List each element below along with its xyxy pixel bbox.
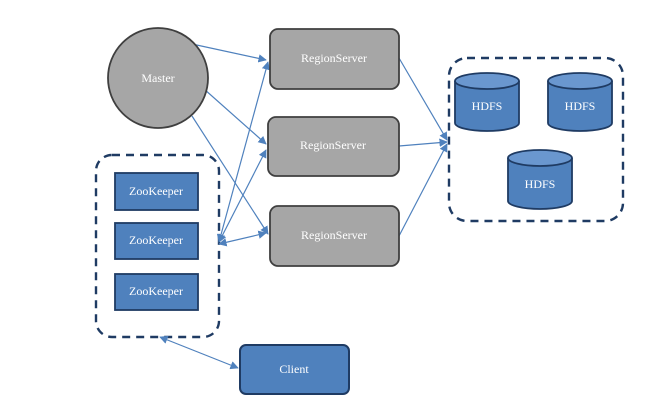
edge-zookeeper-regionserver-2	[218, 149, 267, 243]
master-node[interactable]: Master	[107, 27, 209, 129]
edge-regionserver-3-to-hdfs	[398, 143, 448, 237]
hdfs-label: HDFS	[565, 99, 596, 113]
zookeeper-node-3[interactable]: ZooKeeper	[114, 273, 199, 311]
zookeeper-label: ZooKeeper	[129, 184, 183, 198]
edge-master-to-regionserver-1	[191, 43, 267, 63]
hdfs-node-2[interactable]: HDFS	[547, 72, 613, 132]
zookeeper-label: ZooKeeper	[129, 284, 183, 298]
zookeeper-label: ZooKeeper	[129, 233, 183, 247]
client-node[interactable]: Client	[239, 344, 350, 395]
hdfs-node-1[interactable]: HDFS	[454, 72, 520, 132]
hdfs-label: HDFS	[472, 99, 503, 113]
regionserver-label: RegionServer	[300, 138, 366, 152]
regionserver-node-3[interactable]: RegionServer	[269, 205, 400, 267]
hdfs-label: HDFS	[525, 177, 556, 191]
regionserver-node-1[interactable]: RegionServer	[269, 28, 400, 90]
edge-master-to-regionserver-3	[191, 115, 269, 235]
regionserver-label: RegionServer	[301, 228, 367, 242]
edge-regionserver-2-to-hdfs	[398, 138, 448, 147]
connections	[159, 43, 448, 370]
zookeeper-node-2[interactable]: ZooKeeper	[114, 222, 199, 260]
master-label: Master	[141, 71, 174, 85]
edge-zookeeper-regionserver-1	[216, 61, 271, 243]
regionserver-label: RegionServer	[301, 51, 367, 65]
edge-zookeeper-regionserver-3	[218, 230, 267, 247]
hdfs-node-3[interactable]: HDFS	[507, 149, 573, 210]
client-label: Client	[279, 362, 309, 376]
edge-client-zookeeper	[159, 335, 239, 370]
edge-regionserver-1-to-hdfs	[398, 57, 448, 141]
regionserver-node-2[interactable]: RegionServer	[267, 116, 400, 177]
zookeeper-cluster-frame	[94, 153, 221, 339]
zookeeper-node-1[interactable]: ZooKeeper	[114, 172, 199, 211]
hdfs-cluster-frame	[447, 56, 625, 223]
